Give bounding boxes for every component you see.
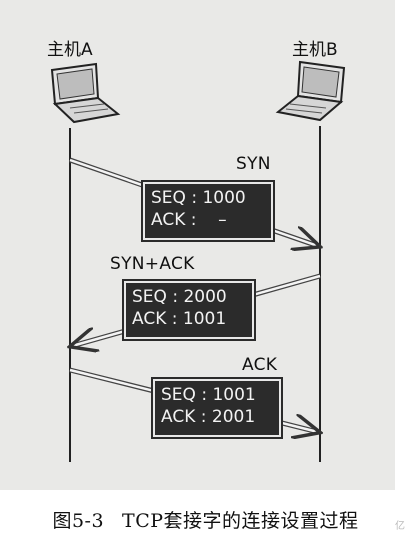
syn-ack-label: SYN+ACK bbox=[110, 254, 195, 274]
ack-packet-box: SEQ : 1001 ACK : 2001 bbox=[151, 377, 283, 439]
laptop-icon-host-b bbox=[275, 60, 346, 122]
ack-ack-value: ACK : 2001 bbox=[161, 407, 256, 427]
syn-seq-value: SEQ : 1000 bbox=[151, 188, 246, 208]
figure-number: 图5-3 bbox=[52, 510, 105, 532]
syn-ack-value: ACK : – bbox=[151, 210, 227, 230]
host-b-label: 主机B bbox=[292, 40, 338, 60]
ack-label: ACK bbox=[242, 355, 278, 375]
syn-ack-ack-value: ACK : 1001 bbox=[132, 309, 227, 329]
host-a-label: 主机A bbox=[47, 40, 93, 60]
ack-seq-value: SEQ : 1001 bbox=[161, 385, 256, 405]
watermark-logo: 亿 bbox=[395, 521, 405, 532]
figure-title: TCP套接字的连接设置过程 bbox=[122, 510, 359, 532]
syn-packet-box: SEQ : 1000 ACK : – bbox=[141, 180, 275, 242]
laptop-icon-host-a bbox=[50, 62, 121, 124]
syn-ack-seq-value: SEQ : 2000 bbox=[132, 287, 227, 307]
figure-caption: 图5-3 TCP套接字的连接设置过程 bbox=[0, 506, 411, 533]
syn-ack-packet-box: SEQ : 2000 ACK : 1001 bbox=[122, 279, 256, 341]
syn-label: SYN bbox=[236, 154, 271, 174]
